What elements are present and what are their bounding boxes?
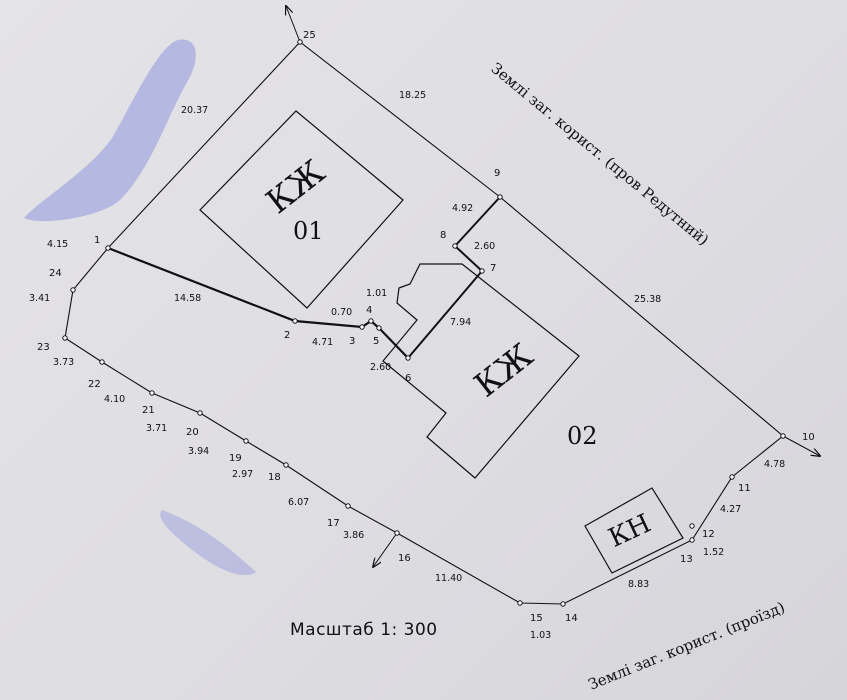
dimension-15-14: 1.03 (530, 630, 551, 641)
dimension-14-13: 8.83 (628, 579, 649, 590)
plot-division-7-6 (407, 270, 483, 359)
dimension-23-22: 3.73 (53, 357, 74, 368)
dimension-22-21: 4.10 (104, 394, 125, 405)
building-kzh-01 (199, 110, 404, 309)
vertex-5 (376, 325, 382, 331)
vertex-13 (689, 537, 695, 543)
vertex-3 (359, 324, 365, 330)
scale-caption: Масштаб 1: 300 (290, 620, 438, 640)
vertex-19 (243, 438, 249, 444)
building-kn (584, 487, 684, 574)
point-label-17: 17 (327, 518, 340, 529)
vertex-1 (105, 245, 111, 251)
vertex-7 (479, 268, 485, 274)
dimension-19-18: 2.97 (232, 469, 253, 480)
neighbor-label-passage: Землі заг. корист. (проїзд) (586, 598, 788, 693)
vertex-22 (99, 359, 105, 365)
vertex-17 (345, 503, 351, 509)
dimension-20-19: 3.94 (188, 446, 209, 457)
dimension-1-24: 4.15 (47, 239, 68, 250)
point-label-22: 22 (88, 379, 101, 390)
point-label-1: 1 (94, 235, 100, 246)
dimension-25-9: 18.25 (399, 90, 426, 101)
point-label-5: 5 (373, 336, 379, 347)
vertex-21 (149, 390, 155, 396)
building-code-kn: КН (604, 509, 655, 554)
point-label-21: 21 (142, 405, 155, 416)
vertex-12 (689, 523, 695, 529)
dimension-18-17: 6.07 (288, 497, 309, 508)
point-label-9: 9 (494, 168, 500, 179)
vertex-9 (497, 194, 503, 200)
vertex-18 (283, 462, 289, 468)
plot-label-02: 02 (567, 422, 598, 450)
point-label-3: 3 (349, 336, 355, 347)
point-label-16: 16 (398, 553, 411, 564)
vertex-20 (197, 410, 203, 416)
point-label-15: 15 (530, 613, 543, 624)
dimension-1-2: 14.58 (174, 293, 201, 304)
building-kzh-02 (382, 263, 580, 479)
dimension-21-20: 3.71 (146, 423, 167, 434)
point-label-6: 6 (405, 373, 411, 384)
arrow-at-10 (782, 435, 820, 456)
point-label-19: 19 (229, 453, 242, 464)
vertex-25 (297, 39, 303, 45)
vertex-10 (780, 433, 786, 439)
vertex-11 (729, 474, 735, 480)
vertex-15 (517, 600, 523, 606)
plot-boundary (64, 41, 784, 605)
dimension-25-1: 20.37 (181, 105, 208, 116)
point-label-14: 14 (565, 613, 578, 624)
building-code-kzh-02: КЖ (467, 335, 540, 404)
vertex-6 (405, 355, 411, 361)
point-label-10: 10 (802, 432, 815, 443)
dimension-12-11: 4.27 (720, 504, 741, 515)
ink-smudge-bottom-left (160, 510, 256, 576)
point-label-25: 25 (303, 30, 316, 41)
neighbor-label-street: Землі заг. корист. (пров Редутний) (487, 59, 712, 249)
point-label-24: 24 (49, 268, 62, 279)
dimension-11-10: 4.78 (764, 459, 785, 470)
plot-label-01: 01 (293, 217, 324, 245)
vertex-23 (62, 335, 68, 341)
dimension-2-3: 4.71 (312, 337, 333, 348)
dimension-4-5: 1.01 (366, 288, 387, 299)
dimension-16-15: 11.40 (435, 573, 462, 584)
arrow-at-25 (286, 6, 301, 43)
point-label-23: 23 (37, 342, 50, 353)
dimension-5-6: 2.60 (370, 362, 391, 373)
point-label-18: 18 (268, 472, 281, 483)
plot-division-8-7 (454, 245, 483, 272)
dimension-9-10: 25.38 (634, 294, 661, 305)
point-label-8: 8 (440, 230, 446, 241)
point-label-13: 13 (680, 554, 693, 565)
dimension-24-23: 3.41 (29, 293, 50, 304)
plot-division-line (107, 246, 409, 359)
vertex-14 (560, 601, 566, 607)
point-label-4: 4 (366, 305, 372, 316)
dimension-3-4: 0.70 (331, 307, 352, 318)
vertex-4 (368, 318, 374, 324)
plot-division-8-9 (454, 196, 501, 247)
point-label-11: 11 (738, 483, 751, 494)
dimension-17-16: 3.86 (343, 530, 364, 541)
point-label-20: 20 (186, 427, 199, 438)
ink-smudge-top-left (24, 39, 196, 222)
point-label-7: 7 (490, 263, 496, 274)
vertex-16 (394, 530, 400, 536)
dimension-8-9: 4.92 (452, 203, 473, 214)
point-label-12: 12 (702, 529, 715, 540)
dimension-8-7: 2.60 (474, 241, 495, 252)
vertex-8 (452, 243, 458, 249)
building-code-kzh-01: КЖ (259, 152, 332, 221)
dimension-7-6: 7.94 (450, 317, 471, 328)
vertex-2 (292, 318, 298, 324)
dimension-13-12: 1.52 (703, 547, 724, 558)
vertex-24 (70, 287, 76, 293)
point-label-2: 2 (284, 330, 290, 341)
arrow-at-16 (373, 532, 398, 567)
